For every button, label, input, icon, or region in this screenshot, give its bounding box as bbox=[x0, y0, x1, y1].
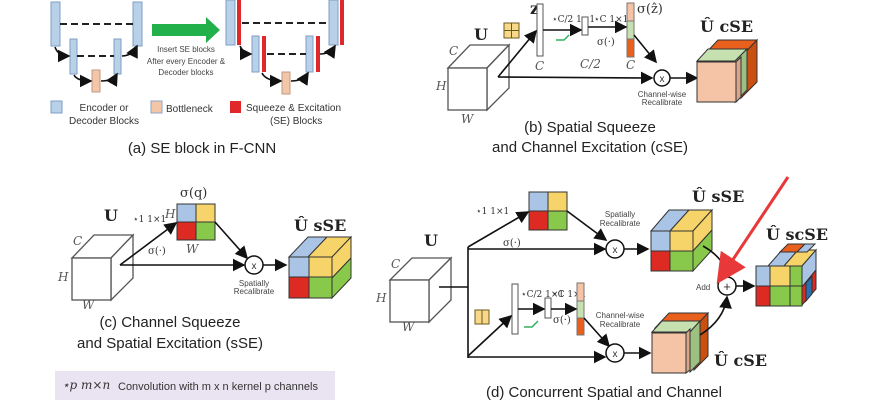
spatial-map bbox=[176, 203, 216, 241]
multiply-symbol: x bbox=[252, 261, 257, 272]
conv1-label: ⋆C/2 1×1 bbox=[552, 15, 595, 25]
excitation-vector bbox=[576, 282, 585, 336]
channel-multiply-symbol: x bbox=[613, 349, 618, 360]
conv-s-label: ⋆1 1×1 bbox=[476, 207, 509, 217]
conv2-label: ⋆C 1×1 bbox=[552, 290, 586, 300]
z-dim-c: C bbox=[535, 59, 544, 73]
output-cse-label: Û cSE bbox=[700, 16, 753, 36]
output-cube-cse bbox=[650, 311, 710, 374]
channel-recal-1: Channel-wise bbox=[596, 311, 645, 320]
add-label: Add bbox=[696, 283, 710, 292]
conv1-label: ⋆C/2 1×1 bbox=[521, 290, 564, 300]
convolution-legend: ⋆p m×n Convolution with m x n kernel p c… bbox=[55, 371, 335, 400]
arrow-label-line-3: Decoder blocks bbox=[158, 68, 213, 77]
z-reduced-vector bbox=[544, 297, 552, 319]
relu-icon bbox=[524, 320, 539, 328]
green-transform-arrow bbox=[152, 17, 220, 43]
relu-icon bbox=[556, 34, 570, 41]
output-cube-scse bbox=[755, 243, 818, 307]
excitation-vector bbox=[626, 2, 635, 58]
output-cube-sse bbox=[287, 235, 353, 300]
legend-swatch-se bbox=[230, 101, 241, 113]
input-u-label: U bbox=[474, 25, 488, 44]
sigma-s-label: σ(·) bbox=[503, 238, 521, 249]
dim-h: H bbox=[375, 291, 387, 305]
map-dim-w: W bbox=[186, 242, 200, 256]
dim-c: C bbox=[449, 44, 458, 58]
map-dim-h: H bbox=[164, 207, 176, 221]
input-u-label: U bbox=[424, 231, 438, 250]
caption-c-2: and Spatial Excitation (sSE) bbox=[77, 335, 263, 352]
panel-c: U C H W ⋆1 1×1 σ(·) σ(q) H W x Spatially… bbox=[57, 186, 353, 352]
dim-h: H bbox=[57, 270, 69, 284]
out-sse-label: Û sSE bbox=[692, 186, 744, 206]
dim-c: C bbox=[73, 234, 82, 248]
legend-label-encoder-1: Encoder or bbox=[80, 103, 130, 114]
spatial-map bbox=[528, 191, 568, 231]
dim-w: W bbox=[461, 112, 475, 126]
add-symbol: + bbox=[723, 279, 731, 294]
input-cube bbox=[70, 233, 135, 302]
spatial-multiply-symbol: x bbox=[613, 245, 618, 256]
legend-label-se-1: Squeeze & Excitation bbox=[246, 103, 341, 114]
out-cse-label: Û cSE bbox=[714, 350, 767, 370]
input-cube bbox=[388, 256, 453, 324]
spatial-recal-2: Recalibrate bbox=[600, 219, 641, 228]
dim-w: W bbox=[402, 320, 416, 334]
panel-b: U C H W z C ⋆C/2 1×1 C/2 ⋆C 1×1 σ(·) σ(ẑ… bbox=[435, 0, 759, 156]
conv2-label: ⋆C 1×1 bbox=[594, 15, 628, 25]
legend-label-encoder-2: Decoder Blocks bbox=[69, 116, 139, 127]
legend-label-se-2: (SE) Blocks bbox=[270, 116, 322, 127]
legend-label-bottleneck: Bottleneck bbox=[166, 104, 214, 115]
sigma-label: σ(·) bbox=[597, 37, 615, 48]
out-scse-label: Û scSE bbox=[766, 224, 828, 244]
excite-dim-c: C bbox=[626, 58, 635, 72]
unet-after bbox=[225, 0, 344, 95]
panel-d: U C H W ⋆1 1×1 σ(·) x Spatially Recalibr… bbox=[375, 176, 828, 400]
annotation-arrow bbox=[716, 176, 790, 284]
caption-c-1: (c) Channel Squeeze bbox=[100, 314, 241, 331]
spatial-recal-1: Spatially bbox=[605, 210, 635, 219]
output-cube-sse bbox=[649, 208, 714, 273]
sigma-z-label: σ(ẑ) bbox=[637, 2, 663, 17]
reduced-dim-label: C/2 bbox=[580, 57, 601, 71]
recal-label-2: Recalibrate bbox=[642, 98, 683, 107]
multiply-symbol: x bbox=[660, 74, 665, 85]
arrow-label-line-1: Insert SE blocks bbox=[157, 45, 215, 54]
z-vector bbox=[536, 3, 544, 57]
pooling-icon bbox=[474, 309, 490, 325]
channel-recal-2: Recalibrate bbox=[600, 320, 641, 329]
legend-swatch-bottleneck bbox=[150, 100, 163, 114]
sigma-c-label: σ(·) bbox=[553, 315, 571, 326]
dim-w: W bbox=[82, 298, 96, 312]
caption-d: (d) Concurrent Spatial and Channel bbox=[486, 384, 722, 400]
conv-label: ⋆1 1×1 bbox=[133, 215, 166, 225]
caption-b-1: (b) Spatial Squeeze bbox=[524, 119, 656, 136]
conv-symbol: ⋆p m×n bbox=[62, 378, 110, 392]
z-vector bbox=[511, 283, 519, 335]
z-label: z bbox=[530, 0, 539, 18]
recal-label-2: Recalibrate bbox=[234, 287, 275, 296]
recal-label-1: Channel-wise bbox=[638, 90, 687, 99]
sigma-q-label: σ(q) bbox=[180, 186, 207, 201]
sigma-label: σ(·) bbox=[148, 246, 166, 257]
pooling-icon bbox=[503, 22, 520, 39]
dim-h: H bbox=[435, 79, 447, 93]
unet-before bbox=[50, 1, 143, 93]
output-sse-label: Û sSE bbox=[294, 215, 346, 235]
z-reduced-vector bbox=[581, 16, 589, 36]
dim-c: C bbox=[391, 257, 400, 271]
caption-a: (a) SE block in F-CNN bbox=[128, 140, 276, 157]
conv-legend-text: Convolution with m x n kernel p channels bbox=[118, 381, 318, 393]
arrow-label-line-2: After every Encoder & bbox=[147, 57, 226, 66]
input-u-label: U bbox=[104, 206, 118, 225]
legend-swatch-encoder bbox=[50, 100, 63, 114]
panel-a-legend: Encoder or Decoder Blocks Bottleneck Squ… bbox=[50, 100, 341, 127]
panel-a: Insert SE blocks After every Encoder & D… bbox=[50, 0, 344, 157]
caption-b-2: and Channel Excitation (cSE) bbox=[492, 139, 688, 156]
output-cube-cse bbox=[695, 38, 759, 104]
recal-label-1: Spatially bbox=[239, 279, 269, 288]
